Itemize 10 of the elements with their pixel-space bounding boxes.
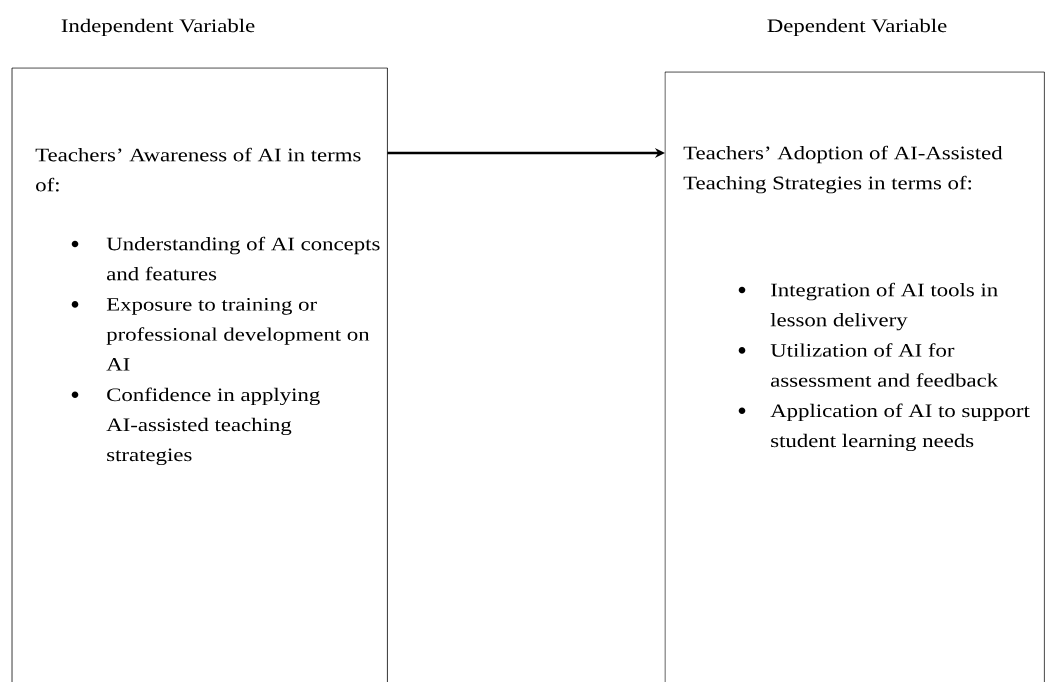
heading: Independent Variable: [61, 18, 255, 37]
bullet-item: Understanding of AI concepts and features: [71, 236, 380, 281]
intro-text: Teachers’ Awareness of AI in terms of:: [35, 147, 361, 192]
bullet-item: Confidence in applying AI-assisted teaching strategies: [71, 387, 320, 466]
bullet-item: Exposure to training or professional development on AI: [71, 298, 370, 371]
intro-text: Teachers’ Adoption of AI-Assisted Teaching Strategies in terms of:: [683, 145, 1003, 194]
heading: Dependent Variable: [767, 18, 947, 37]
bullet-item: Application of AI to support student learning needs: [738, 403, 1030, 452]
bullet-item: Integration of AI tools in lesson delivery: [738, 282, 998, 331]
bullet-item: Utilization of AI for assessment and feedback: [738, 343, 999, 387]
